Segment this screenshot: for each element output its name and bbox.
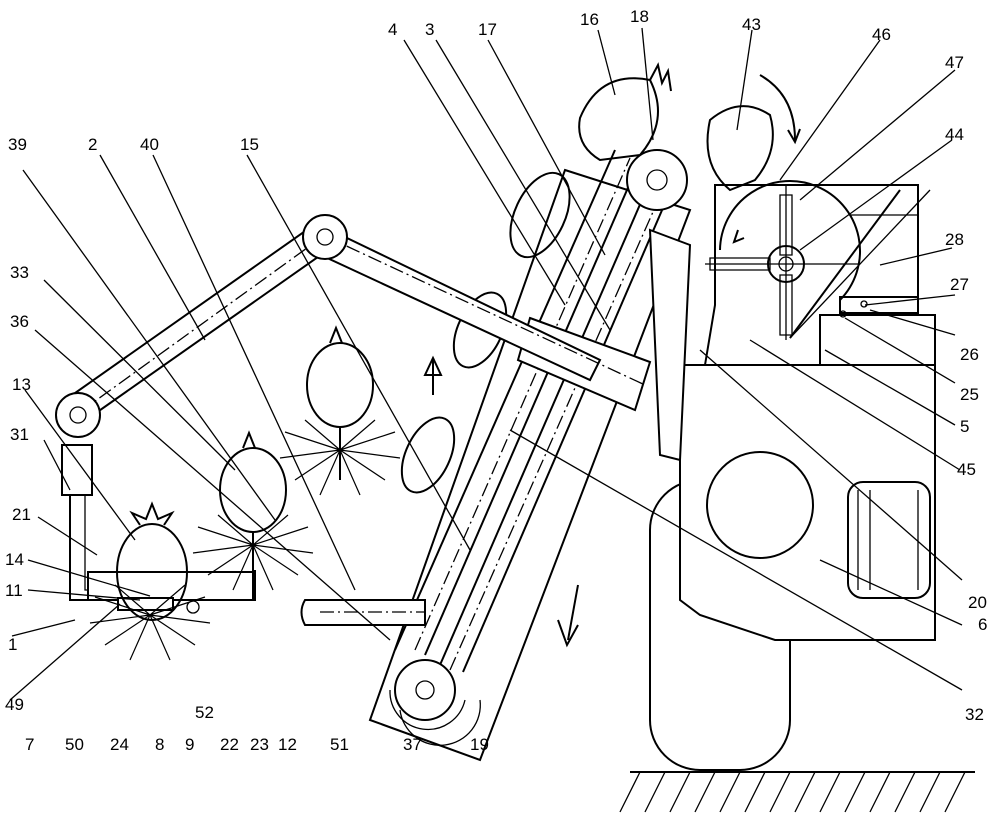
ground-hatching <box>619 771 975 813</box>
label-8: 8 <box>155 735 164 754</box>
label-20: 20 <box>968 593 987 612</box>
label-45: 45 <box>957 460 976 479</box>
label-14: 14 <box>5 550 24 569</box>
label-2: 2 <box>88 135 97 154</box>
label-18: 18 <box>630 7 649 26</box>
up-arrow <box>423 355 443 395</box>
plate-27 <box>839 296 919 314</box>
label-51: 51 <box>330 735 349 754</box>
label-19: 19 <box>470 735 489 754</box>
label-49: 49 <box>5 695 24 714</box>
vehicle-body <box>679 364 936 641</box>
body-window-circle <box>706 451 814 559</box>
pineapple-middle <box>192 430 314 591</box>
label-11: 11 <box>5 581 23 600</box>
label-46: 46 <box>872 25 891 44</box>
label-26: 26 <box>960 345 979 364</box>
rotation-arrow <box>759 74 796 141</box>
engine-cover <box>847 481 931 599</box>
label-12: 12 <box>278 735 297 754</box>
label-40: 40 <box>140 135 159 154</box>
label-39: 39 <box>8 135 27 154</box>
conveyor-housing <box>648 228 692 462</box>
label-52: 52 <box>195 703 214 722</box>
label-17: 17 <box>478 20 497 39</box>
label-21: 21 <box>12 505 31 524</box>
label-13: 13 <box>12 375 31 394</box>
label-24: 24 <box>110 735 129 754</box>
label-9: 9 <box>185 735 194 754</box>
top-fruit-43 <box>706 105 774 192</box>
inclined-conveyor <box>368 149 692 762</box>
label-16: 16 <box>580 10 599 29</box>
label-47: 47 <box>945 53 964 72</box>
pineapple-left <box>89 501 211 661</box>
gripper-frame <box>61 444 256 614</box>
label-15: 15 <box>240 135 259 154</box>
label-4: 4 <box>388 20 397 39</box>
label-7: 7 <box>25 735 34 754</box>
label-25: 25 <box>960 385 979 404</box>
lower-arm <box>300 599 426 626</box>
down-arrow <box>557 584 579 648</box>
label-28: 28 <box>945 230 964 249</box>
label-22: 22 <box>220 735 239 754</box>
label-50: 50 <box>65 735 84 754</box>
part-labels: 1 2 3 4 5 6 7 8 9 11 12 13 14 15 16 17 1… <box>5 7 987 754</box>
label-32: 32 <box>965 705 984 724</box>
label-37: 37 <box>403 735 422 754</box>
label-27: 27 <box>950 275 969 294</box>
top-fruit-16 <box>578 62 672 162</box>
label-33: 33 <box>10 263 29 282</box>
label-5: 5 <box>960 417 969 436</box>
label-23: 23 <box>250 735 269 754</box>
label-6: 6 <box>978 615 987 634</box>
label-3: 3 <box>425 20 434 39</box>
label-1: 1 <box>8 635 17 654</box>
label-43: 43 <box>742 15 761 34</box>
leader-lines <box>9 27 963 701</box>
label-31: 31 <box>10 425 29 444</box>
label-44: 44 <box>945 125 964 144</box>
label-36: 36 <box>10 312 29 331</box>
pineapple-upper <box>279 325 401 496</box>
collection-box <box>703 184 936 366</box>
